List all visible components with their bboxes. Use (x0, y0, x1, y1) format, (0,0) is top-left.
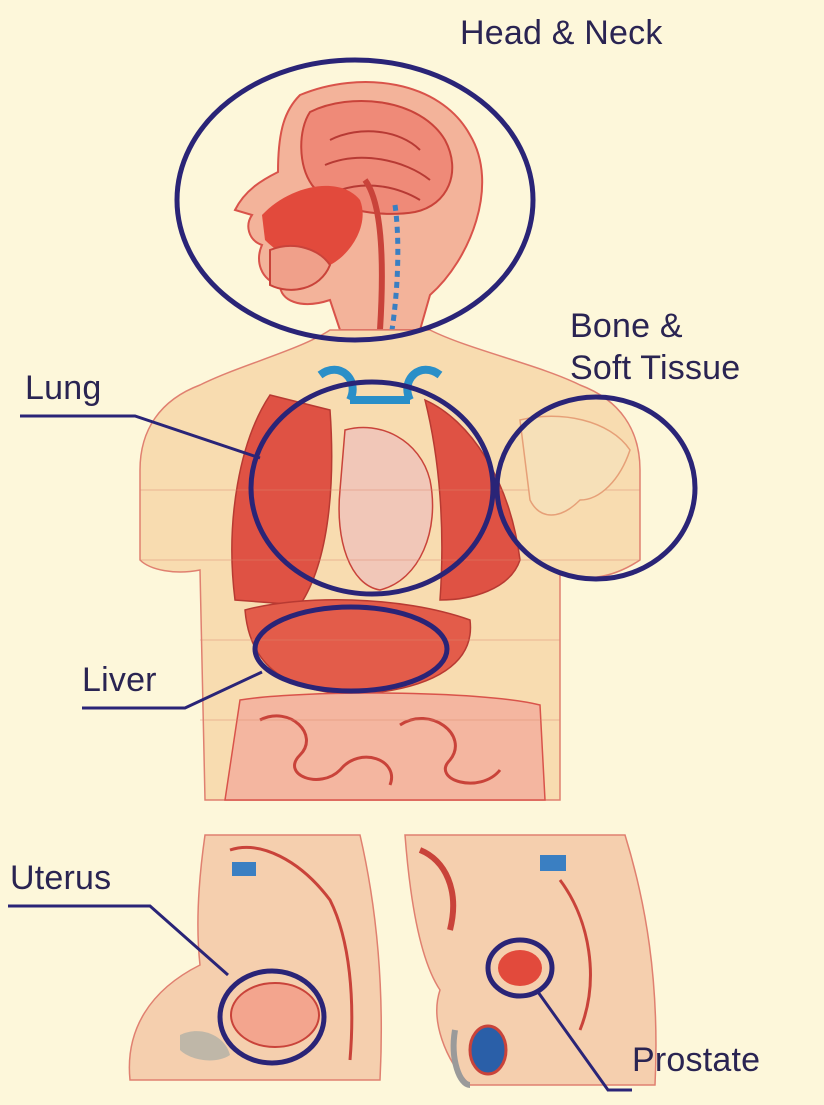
prostate-label: Prostate (632, 1042, 760, 1078)
bone-label-line1: Bone & (570, 308, 683, 344)
uterus-label: Uterus (10, 860, 111, 896)
testis (470, 1026, 506, 1074)
female-pelvis-figure (129, 835, 381, 1080)
bone-label-line2: Soft Tissue (570, 350, 740, 386)
lung-label: Lung (25, 370, 101, 406)
head-neck-label: Head & Neck (460, 15, 663, 51)
uterus-organ (231, 983, 319, 1047)
uterus-leader (8, 906, 228, 975)
male-pelvis-figure (405, 835, 656, 1085)
intestines (225, 693, 545, 800)
female-vertebra (232, 862, 256, 876)
prostate-organ (498, 950, 542, 986)
liver-label: Liver (82, 662, 157, 698)
male-vertebra (540, 855, 566, 871)
head-figure (235, 82, 482, 330)
